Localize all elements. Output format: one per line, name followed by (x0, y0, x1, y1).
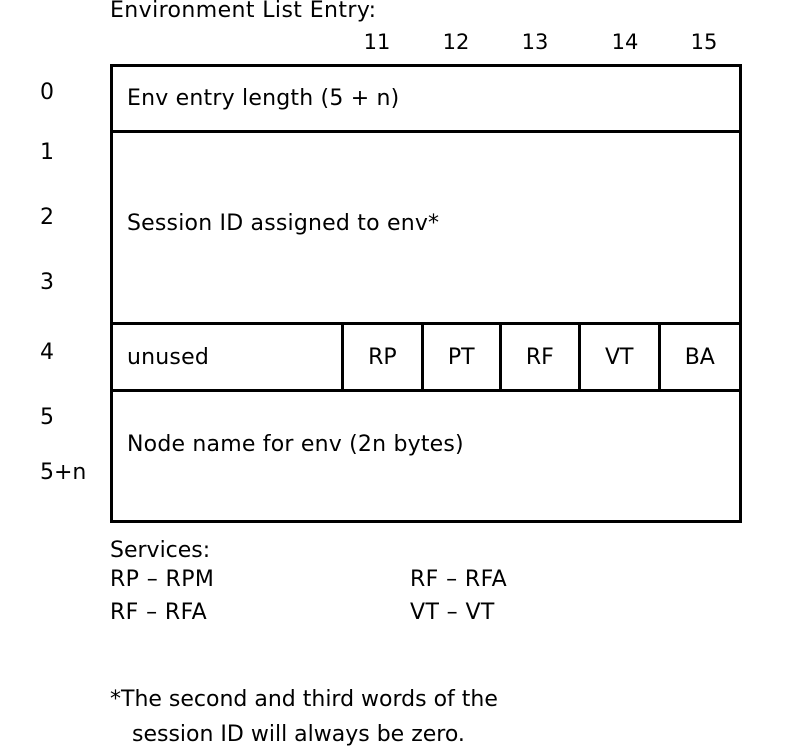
column-number-row: 11 12 13 14 15 (347, 30, 742, 58)
column-number-14: 14 (611, 30, 639, 54)
row-index-2: 2 (40, 205, 54, 230)
field-label-unused: unused (127, 344, 209, 370)
column-number-12: 12 (442, 30, 470, 54)
field-row-session-id: Session ID assigned to env* (113, 133, 739, 325)
row-index-3: 3 (40, 270, 54, 295)
field-cell-unused: unused (113, 325, 344, 389)
field-cell-flag-pt: PT (424, 325, 502, 389)
services-legend-entry-rp: RP – RPM (110, 567, 215, 592)
structure-table: Env entry length (5 + n) Session ID assi… (110, 64, 742, 523)
field-row-service-flags: unused RP PT RF VT BA (113, 325, 739, 392)
field-row-node-name: Node name for env (2n bytes) (113, 392, 739, 520)
row-index-5-plus-n: 5+n (40, 460, 87, 485)
services-legend-entry-rf: RF – RFA (110, 600, 208, 625)
field-cell-flag-rp: RP (344, 325, 424, 389)
footnote: *The second and third words of the sessi… (110, 682, 730, 752)
services-legend-heading: Services: (110, 538, 211, 563)
services-legend-entry-rf-right: RF – RFA (410, 567, 508, 592)
services-legend-row: RF – RFA VT – VT (110, 600, 630, 633)
services-legend: Services: RP – RPM RF – RFA RF – RFA VT … (110, 538, 630, 633)
footnote-line-2: session ID will always be zero. (132, 722, 465, 747)
row-index-5: 5 (40, 405, 54, 430)
row-index-gutter: 0 1 2 3 4 5 5+n (40, 60, 106, 530)
row-index-4: 4 (40, 340, 54, 365)
field-row-env-entry-length: Env entry length (5 + n) (113, 67, 739, 133)
services-legend-row: RP – RPM RF – RFA (110, 567, 630, 600)
column-number-13: 13 (521, 30, 549, 54)
column-number-15: 15 (690, 30, 718, 54)
field-cell-flag-rf: RF (502, 325, 581, 389)
row-index-0: 0 (40, 80, 54, 105)
footnote-line-1: *The second and third words of the (110, 687, 498, 712)
field-label-env-entry-length: Env entry length (5 + n) (127, 86, 400, 111)
row-index-1: 1 (40, 140, 54, 165)
diagram-title: Environment List Entry: (110, 0, 377, 23)
field-cell-flag-vt: VT (581, 325, 661, 389)
services-legend-entry-vt: VT – VT (410, 600, 495, 625)
field-label-session-id: Session ID assigned to env* (127, 211, 440, 236)
field-cell-flag-ba: BA (684, 344, 715, 370)
field-label-node-name: Node name for env (2n bytes) (127, 432, 464, 457)
column-number-11: 11 (363, 30, 391, 54)
